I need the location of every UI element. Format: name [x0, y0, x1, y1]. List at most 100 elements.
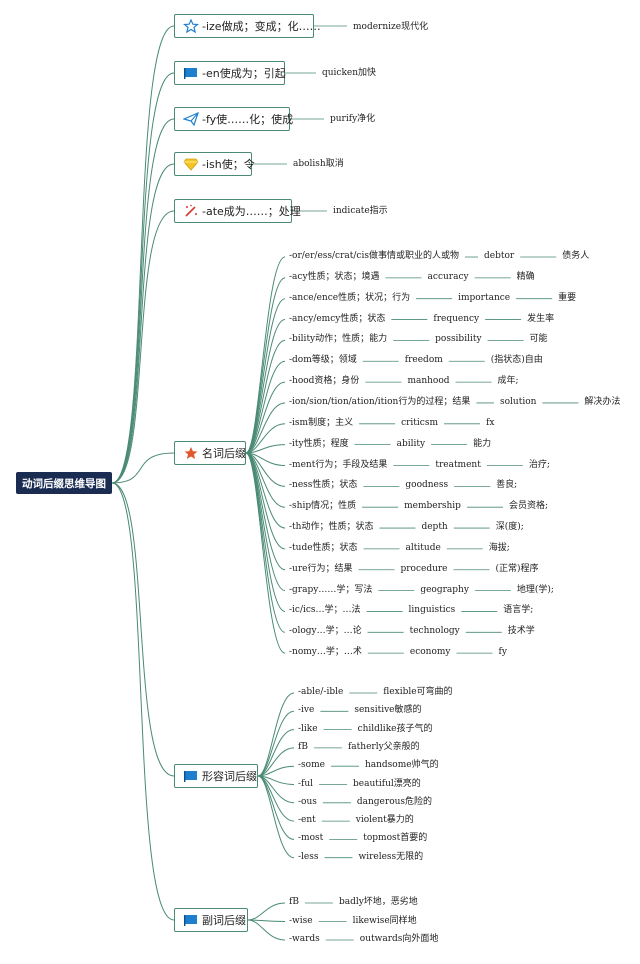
adverb-example: likewise同样地 [352, 915, 417, 926]
example-fy: purify净化 [330, 114, 376, 124]
noun-suffix-label: -ism制度；主义 [289, 417, 354, 428]
adv-connector-0 [247, 902, 286, 921]
noun-example-meaning: 会员资格; [508, 501, 548, 512]
noun-suffix-label: -or/er/ess/crat/cis做事情或职业的人或物 [289, 251, 459, 261]
noun-connector-9 [245, 444, 286, 454]
adj-connector-0 [257, 692, 295, 777]
branch-label: 副词后缀 [202, 914, 246, 927]
noun-connector-3 [245, 319, 286, 454]
noun-example-meaning: 深(度); [495, 522, 524, 533]
adjective-suffix-label: -some [298, 760, 325, 771]
noun-suffix-label: -ic/ics…学；…法 [289, 605, 361, 616]
noun-example-meaning: (指状态)自由 [490, 355, 543, 366]
adjective-suffix-label: -ive [298, 705, 315, 716]
branch-label: -ish使；令 [202, 158, 255, 171]
branch-ish[interactable]: -ish使；令 [174, 152, 255, 176]
adjective-example: handsome帅气的 [364, 760, 439, 771]
noun-example-meaning: fx [486, 417, 495, 428]
noun-example-word: importance [458, 292, 511, 303]
gem-icon [183, 157, 199, 171]
branch-adjective-suffix[interactable]: 形容词后缀 [174, 764, 258, 788]
root-connector-6 [111, 482, 175, 777]
noun-connector-8 [245, 423, 286, 454]
noun-suffix-label: -ion/sion/tion/ation/ition行为的过程；结果 [289, 396, 471, 407]
example-en: quicken加快 [322, 68, 377, 78]
noun-suffix-label: -ity性质；程度 [289, 438, 349, 449]
flag-icon [183, 769, 199, 783]
noun-example-word: altitude [405, 542, 441, 553]
star-filled-icon [183, 446, 199, 460]
flag-icon [183, 66, 199, 80]
branch-ize[interactable]: -ize做成；变成；化…… [174, 14, 321, 38]
noun-example-meaning: (正常)程序 [495, 563, 539, 574]
noun-connector-4 [245, 339, 286, 454]
example-ate: indicate指示 [333, 206, 388, 216]
example-ish: abolish取消 [293, 159, 344, 169]
noun-example-meaning: fy [498, 647, 507, 658]
branch-fy[interactable]: -fy使……化；使成 [174, 107, 294, 131]
noun-suffix-label: -hood资格；身份 [289, 376, 360, 387]
noun-example-meaning: 能力 [473, 438, 492, 449]
noun-example-meaning: 解决办法 [584, 396, 621, 407]
noun-suffix-label: -ship情况；性质 [289, 501, 357, 512]
adjective-suffix-label: -less [298, 851, 319, 862]
adjective-example: fatherly父亲般的 [347, 741, 420, 752]
root-connector-2 [111, 118, 175, 484]
noun-example-word: membership [404, 501, 461, 512]
noun-example-meaning: 重要 [558, 292, 577, 303]
branch-label: -ize做成；变成；化…… [202, 20, 321, 33]
root-connector-3 [111, 163, 175, 484]
root-connector-5 [111, 452, 175, 484]
adjective-example: childlike孩子气的 [357, 723, 433, 734]
root-connector-1 [111, 72, 175, 484]
adv-connector-2 [247, 919, 286, 941]
branch-noun-suffix[interactable]: 名词后缀 [174, 441, 246, 465]
noun-example-word: criticsm [401, 417, 438, 428]
noun-suffix-label: -ance/ence性质；状况；行为 [289, 292, 411, 303]
root-node[interactable]: 动词后缀思维导图 [16, 472, 112, 494]
adjective-example: wireless无限的 [358, 851, 424, 862]
branch-en[interactable]: -en使成为；引起 [174, 61, 286, 85]
noun-example-meaning: 地理(学); [516, 584, 554, 595]
noun-suffix-label: -ure行为；结果 [289, 563, 353, 574]
noun-example-meaning: 成年; [497, 376, 519, 387]
root-connector-7 [111, 482, 175, 921]
noun-example-word: debtor [484, 251, 515, 261]
flag-icon [183, 913, 199, 927]
adjective-suffix-label: -ful [298, 778, 314, 789]
noun-suffix-label: -ancy/emcy性质；状态 [289, 313, 386, 324]
adverb-suffix-label: -wise [289, 915, 313, 926]
adj-connector-9 [257, 775, 295, 859]
noun-suffix-label: -acy性质；状态；境遇 [289, 271, 380, 282]
noun-example-word: frequency [433, 313, 480, 324]
noun-example-meaning: 发生率 [527, 313, 555, 324]
noun-example-word: linguistics [408, 605, 456, 616]
noun-suffix-label: -ness性质；状态 [289, 480, 358, 491]
root-connector-0 [111, 25, 175, 484]
branch-label: -fy使……化；使成 [202, 113, 294, 126]
adverb-example: badly坏地，恶劣地 [338, 897, 418, 907]
noun-example-word: freedom [404, 355, 443, 366]
noun-example-word: goodness [405, 480, 449, 491]
branch-label: 形容词后缀 [202, 770, 257, 783]
paper-plane-icon [182, 111, 199, 127]
noun-suffix-label: -ology…学；…论 [289, 626, 362, 637]
star-outline-icon [182, 18, 200, 34]
adjective-example: sensitive敏感的 [354, 705, 422, 716]
adj-connector-8 [257, 775, 295, 840]
adjective-example: flexible可弯曲的 [383, 687, 453, 697]
noun-example-word: procedure [400, 563, 448, 574]
adjective-suffix-label: -most [298, 833, 324, 844]
branch-adverb-suffix[interactable]: 副词后缀 [174, 908, 248, 932]
branch-label: 名词后缀 [202, 447, 246, 460]
noun-suffix-label: -bility动作；性质；能力 [289, 334, 388, 345]
adjective-example: dangerous危险的 [356, 796, 433, 807]
noun-example-meaning: 可能 [529, 334, 548, 345]
noun-suffix-label: -nomy…学；…术 [289, 647, 362, 658]
noun-example-meaning: 债务人 [562, 251, 590, 261]
branch-ate[interactable]: -ate成为……；处理 [174, 199, 301, 223]
adjective-suffix-label: -able/-ible [298, 687, 344, 697]
example-ize: modernize现代化 [353, 22, 429, 32]
noun-example-word: ability [396, 438, 426, 449]
